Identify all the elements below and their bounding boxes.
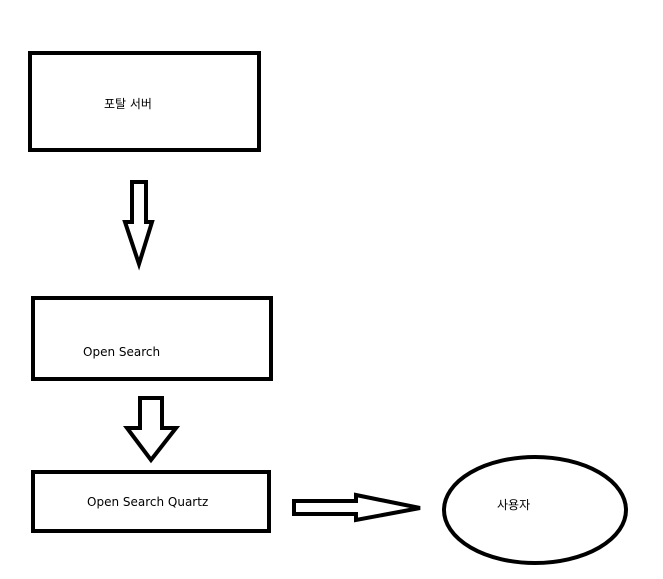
open-search-node — [31, 296, 273, 381]
open-search-quartz-label: Open Search Quartz — [87, 495, 209, 509]
arrow-opensearch-to-quartz — [123, 396, 181, 464]
arrow-quartz-to-user — [292, 492, 421, 523]
portal-server-node — [28, 51, 261, 152]
open-search-label: Open Search — [83, 345, 161, 359]
open-search-quartz-node — [31, 470, 271, 533]
user-node — [442, 455, 628, 565]
portal-server-label: 포탈 서버 — [104, 97, 152, 111]
arrow-portal-to-opensearch — [122, 180, 155, 271]
user-label: 사용자 — [497, 498, 531, 512]
